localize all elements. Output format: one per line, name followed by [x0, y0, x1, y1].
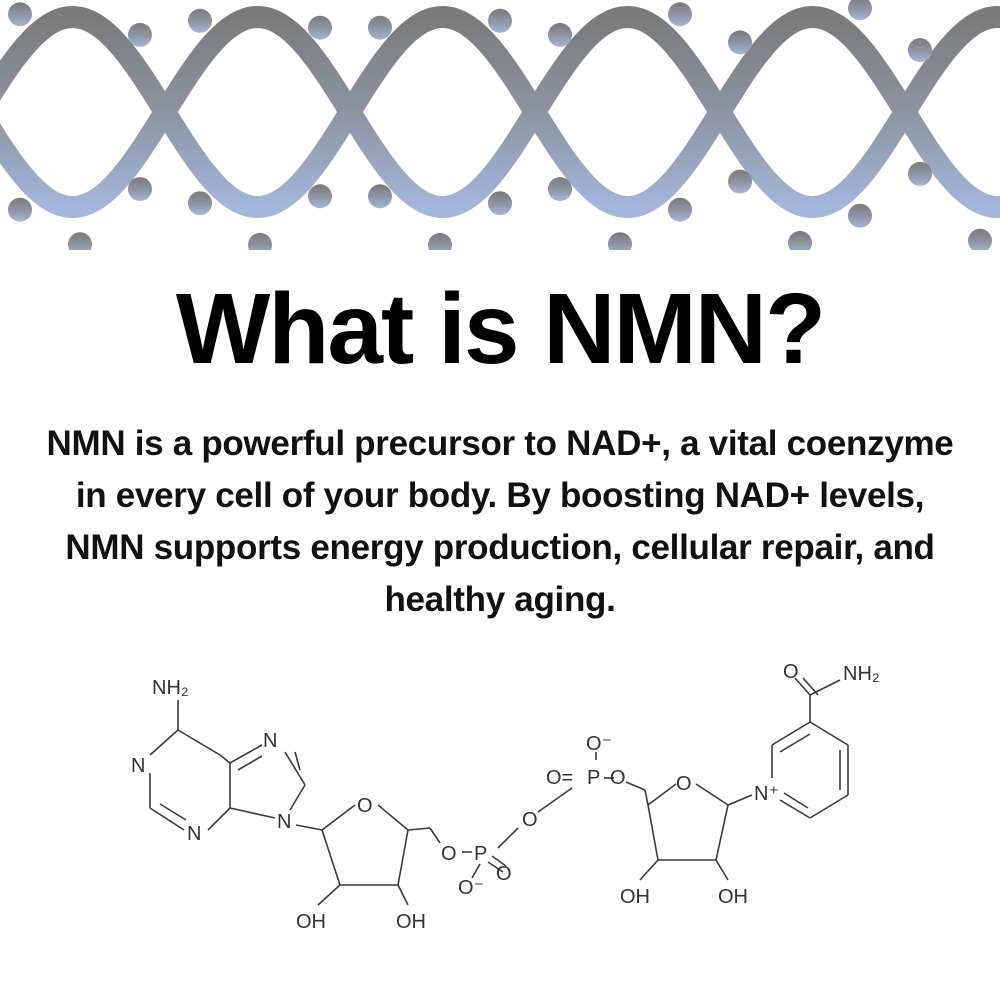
dna-dot [128, 22, 152, 47]
dna-dot [308, 15, 332, 40]
atom-o-link-left: O [441, 843, 457, 865]
dna-dot [968, 228, 992, 250]
nmn-structure-diagram: NH₂ N N N N O O P O O⁻ O O⁻ O= P O O N⁺ … [131, 661, 880, 933]
atom-p-right: P [587, 767, 600, 789]
nicotinamide-ring [771, 677, 849, 819]
dna-dot [8, 197, 32, 222]
atom-o-eq-right: O= [546, 767, 573, 789]
atom-oh-4: OH [718, 886, 748, 908]
dna-dot [188, 8, 212, 33]
atom-nh2-left: NH₂ [152, 677, 189, 699]
atom-n-plus: N⁺ [754, 783, 779, 805]
dna-dot [788, 230, 812, 250]
right-ribose [639, 783, 753, 881]
dna-dot [488, 8, 512, 33]
dna-dot [488, 191, 512, 216]
dna-strands [0, 0, 1000, 250]
dna-dot [8, 2, 32, 27]
dna-dot [428, 232, 452, 250]
dna-strand-2 [0, 5, 1000, 219]
dna-dot [848, 0, 872, 21]
dna-dot [668, 2, 692, 27]
atom-o-ring-left: O [357, 795, 373, 817]
dna-dot [608, 232, 632, 250]
atom-o-minus-right: O⁻ [586, 733, 612, 755]
dna-dot [188, 191, 212, 216]
page-title: What is NMN? [175, 273, 826, 385]
atom-oh-1: OH [296, 911, 326, 933]
dna-dot [908, 161, 932, 186]
dna-dot [548, 22, 572, 47]
left-phosphate [462, 787, 573, 879]
dna-dot [68, 232, 92, 250]
atom-n-d: N [277, 811, 291, 833]
page-description: NMN is a powerful precursor to NAD+, a v… [46, 424, 954, 619]
atom-o-link-right: O [610, 767, 626, 789]
atom-nh2-right: NH₂ [843, 663, 880, 685]
atom-n-a: N [263, 730, 277, 752]
dna-strand-1 [0, 5, 1000, 219]
dna-dot [548, 177, 572, 202]
dna-dot [368, 15, 392, 40]
left-ribose [317, 804, 441, 906]
dna-helix-banner [0, 0, 1000, 250]
dna-dot [728, 169, 752, 194]
dna-dot [908, 38, 932, 63]
atom-o-amide: O [783, 661, 799, 683]
right-phosphate [595, 752, 646, 791]
dna-dot [248, 232, 272, 250]
atom-o-eq-left: O [496, 863, 512, 885]
atom-oh-2: OH [396, 911, 426, 933]
dna-dot [308, 184, 332, 209]
atom-p-left: P [474, 843, 487, 865]
dna-dot [848, 203, 872, 228]
atom-o-bridge: O [522, 809, 538, 831]
atom-o-minus-left: O⁻ [458, 877, 484, 899]
adenine-ring [149, 700, 323, 831]
dna-dot [368, 184, 392, 209]
dna-dot [128, 177, 152, 202]
atom-n-c: N [187, 823, 201, 845]
dna-dot [728, 30, 752, 55]
dna-dot [668, 197, 692, 222]
atom-oh-3: OH [620, 886, 650, 908]
atom-o-ring-right: O [676, 773, 692, 795]
atom-n-b: N [131, 755, 145, 777]
